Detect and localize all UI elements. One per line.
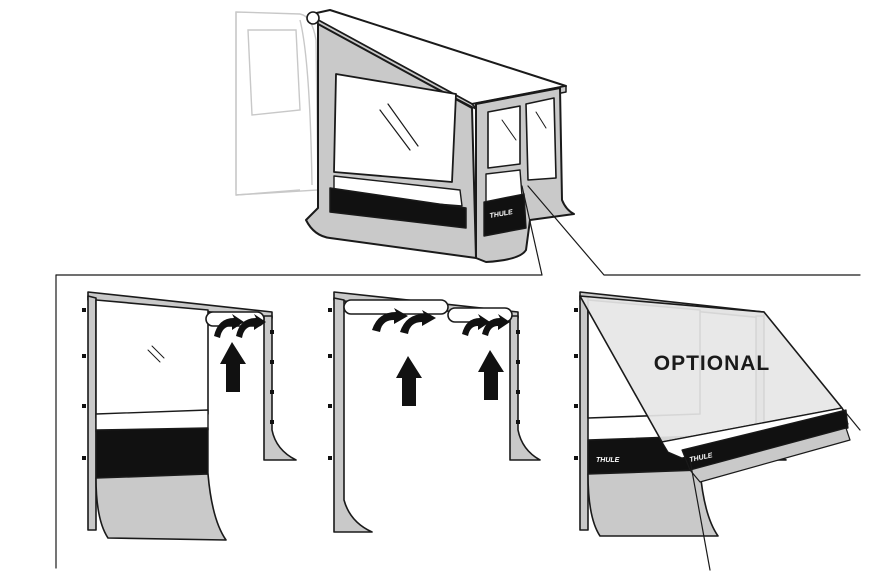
tent-side-window-1 [488, 106, 520, 168]
tent-front-window [334, 74, 456, 182]
step-2-right-post [510, 316, 540, 460]
step-1-panel-black-band [96, 428, 208, 478]
step-2-roll-up-both-panels [328, 292, 540, 532]
step-1-panel-skirt [96, 474, 226, 540]
step-3-optional-extension-panel: THULE THULE [574, 292, 860, 570]
step-2-up-arrow-right [478, 350, 504, 400]
step-1-up-arrow [220, 342, 246, 392]
step-2-left-post [334, 298, 372, 532]
optional-label: OPTIONAL [622, 352, 802, 376]
step-3-brand-mark-left: THULE [596, 457, 620, 464]
step-3-left-wall [580, 296, 588, 530]
step-1-roll-up-front-panel [82, 292, 296, 540]
tent-side-window-2 [526, 98, 556, 180]
step-2-up-arrow-left [396, 356, 422, 406]
step-1-panel-window [96, 300, 208, 418]
callout-line-right [528, 186, 860, 275]
step-1-left-wall [88, 296, 96, 530]
step-1-right-post [264, 316, 296, 460]
